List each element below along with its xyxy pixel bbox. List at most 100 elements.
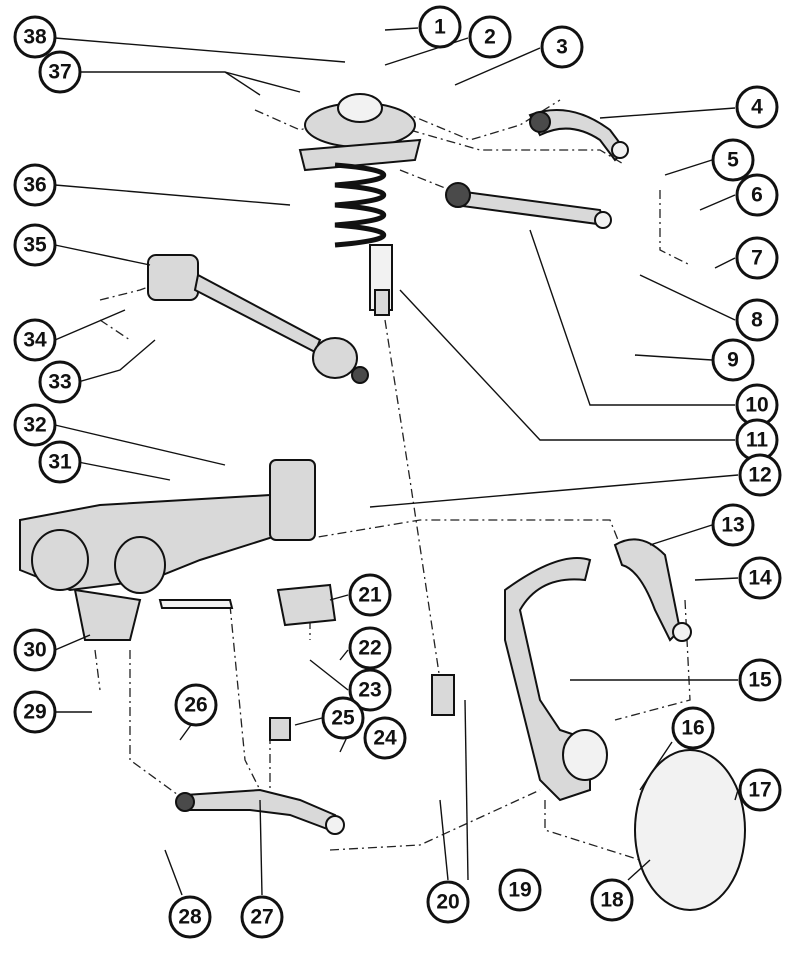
shock-absorber-lower [374,289,390,316]
callout-33-label: 33 [48,371,71,394]
callout-27: 27 [240,895,284,939]
callout-21-label: 21 [358,584,382,607]
callout-25: 25 [321,696,365,740]
callout-16-label: 16 [681,717,704,740]
callout-10: 10 [735,383,779,427]
leader-lines [54,27,739,896]
callout-37-label: 37 [48,61,71,84]
callout-13: 13 [711,503,755,547]
callout-12-label: 12 [748,464,771,487]
callout-1: 1 [418,5,462,49]
callout-32: 32 [13,403,57,447]
callout-6-label: 6 [751,184,763,207]
callout-14: 14 [738,556,782,600]
callout-32-label: 32 [23,414,46,437]
callout-13-label: 13 [721,514,744,537]
callout-22: 22 [348,626,392,670]
callout-27-label: 27 [250,906,273,929]
callout-26: 26 [174,683,218,727]
lower-bracket [73,588,142,641]
callouts: 1 2 3 4 5 6 7 8 9 10 11 12 13 14 15 16 1… [13,5,782,939]
callout-29: 29 [13,690,57,734]
callout-24: 24 [363,716,407,760]
subframe-assembly [19,459,337,641]
upper-arm-rear [448,188,607,227]
callout-19: 19 [498,868,542,912]
callout-31-label: 31 [48,451,72,474]
callout-15-label: 15 [748,669,772,692]
callout-3-label: 3 [556,36,568,59]
mount-plate [276,583,337,627]
callout-38-label: 38 [23,26,47,49]
callout-25-label: 25 [331,707,355,730]
callout-22-label: 22 [358,637,381,660]
callout-1-label: 1 [434,16,446,39]
lower-arm-bushing [175,792,195,812]
outer-cv-joint [312,337,358,379]
upper-arm-front-bushing [529,111,551,133]
axle-shaft [193,273,322,354]
callout-11-label: 11 [746,429,769,452]
steering-knuckle-assembly [431,538,746,911]
callout-36-label: 36 [23,174,46,197]
callout-7: 7 [735,236,779,280]
strut-assembly [298,93,422,316]
callout-9-label: 9 [727,349,739,372]
callout-35: 35 [13,223,57,267]
callout-18: 18 [590,878,634,922]
stabilizer-link [431,674,455,716]
callout-23-label: 23 [358,679,381,702]
callout-24-label: 24 [373,727,397,750]
callout-37: 37 [38,50,82,94]
wheel-bearing [562,729,608,781]
callout-10-label: 10 [745,394,768,417]
callout-17-label: 17 [748,779,771,802]
tie-rod-end [672,622,692,642]
callout-28-label: 28 [178,906,202,929]
upper-spring-seat [298,138,422,172]
callout-33: 33 [38,360,82,404]
callout-23: 23 [348,668,392,712]
callout-2: 2 [468,15,512,59]
callout-8: 8 [735,298,779,342]
callout-12: 12 [738,453,782,497]
callout-35-label: 35 [23,234,47,257]
stabilizer-link-top [269,717,291,741]
callout-19-label: 19 [508,879,531,902]
callout-7-label: 7 [751,247,763,270]
upper-arm-rear-bushing [445,182,471,208]
axle-stub [351,366,369,384]
lower-arm-balljoint [325,815,345,835]
upper-arm-front-balljoint [611,141,629,159]
upper-control-arms [445,109,629,229]
callout-3: 3 [540,25,584,69]
callout-5-label: 5 [727,149,739,172]
upper-arm-rear-balljoint [594,211,612,229]
callout-5: 5 [711,138,755,182]
engine-mount-left [31,529,89,591]
callout-4: 4 [735,85,779,129]
tie-rod-arm [613,538,682,642]
callout-36: 36 [13,163,57,207]
stabilizer-bar [158,599,234,609]
callout-31: 31 [38,440,82,484]
callout-18-label: 18 [600,889,624,912]
callout-4-label: 4 [751,96,763,119]
callout-15: 15 [738,658,782,702]
callout-17: 17 [738,768,782,812]
callout-38: 38 [13,15,57,59]
brake-backing-plate [634,749,746,911]
engine-mount-right [114,536,166,594]
callout-34: 34 [13,318,57,362]
subframe-mount [269,459,316,541]
callout-20-label: 20 [436,891,459,914]
callout-8-label: 8 [751,309,763,332]
callout-16: 16 [671,706,715,750]
callout-14-label: 14 [748,567,772,590]
inner-cv-joint [147,254,199,301]
callout-28: 28 [168,895,212,939]
callout-20: 20 [426,880,470,924]
callout-2-label: 2 [484,26,496,49]
callout-6: 6 [735,173,779,217]
